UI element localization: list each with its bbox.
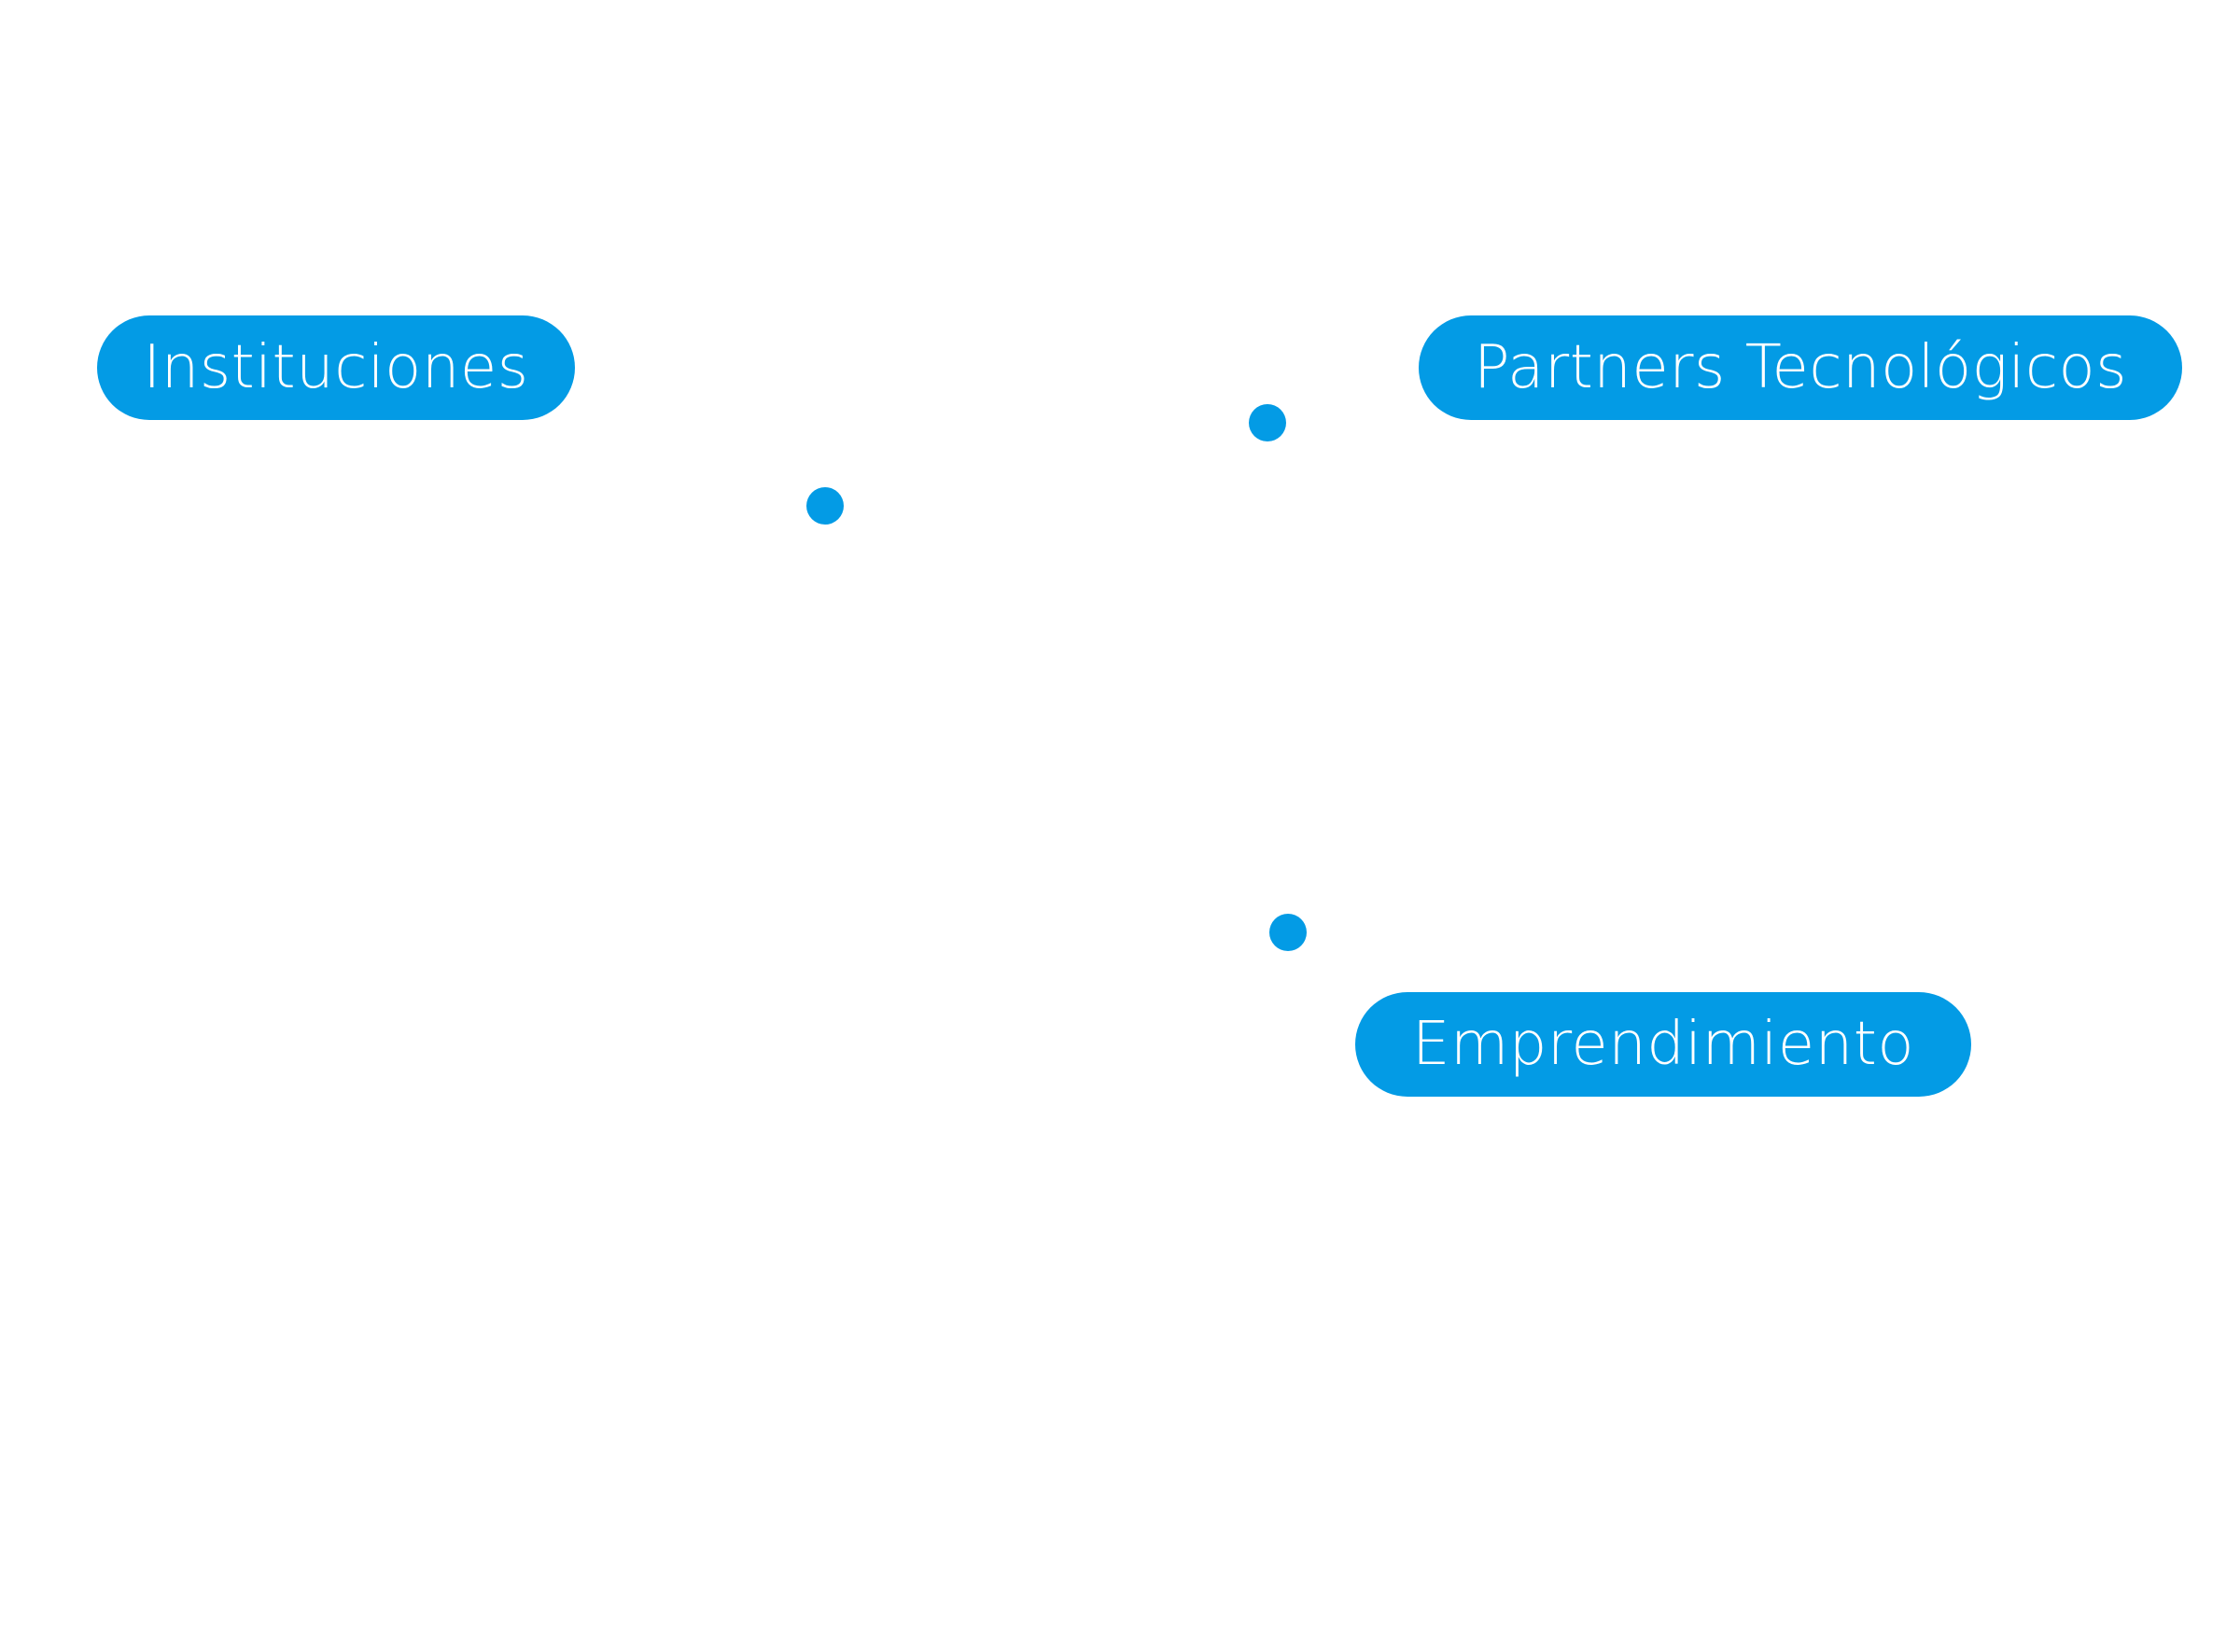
connector-dot [1269, 914, 1307, 951]
connector-dot [1249, 404, 1286, 441]
topic-label: Instituciones [143, 333, 529, 402]
topic-node-instituciones[interactable]: Instituciones [97, 315, 575, 420]
connector-dot [806, 487, 844, 525]
topic-node-emprendimiento[interactable]: Emprendimiento [1355, 992, 1971, 1097]
topic-label: Emprendimiento [1412, 1010, 1914, 1079]
topic-label: Partners Tecnológicos [1473, 333, 2128, 402]
topic-node-partners-tecnologicos[interactable]: Partners Tecnológicos [1419, 315, 2182, 420]
